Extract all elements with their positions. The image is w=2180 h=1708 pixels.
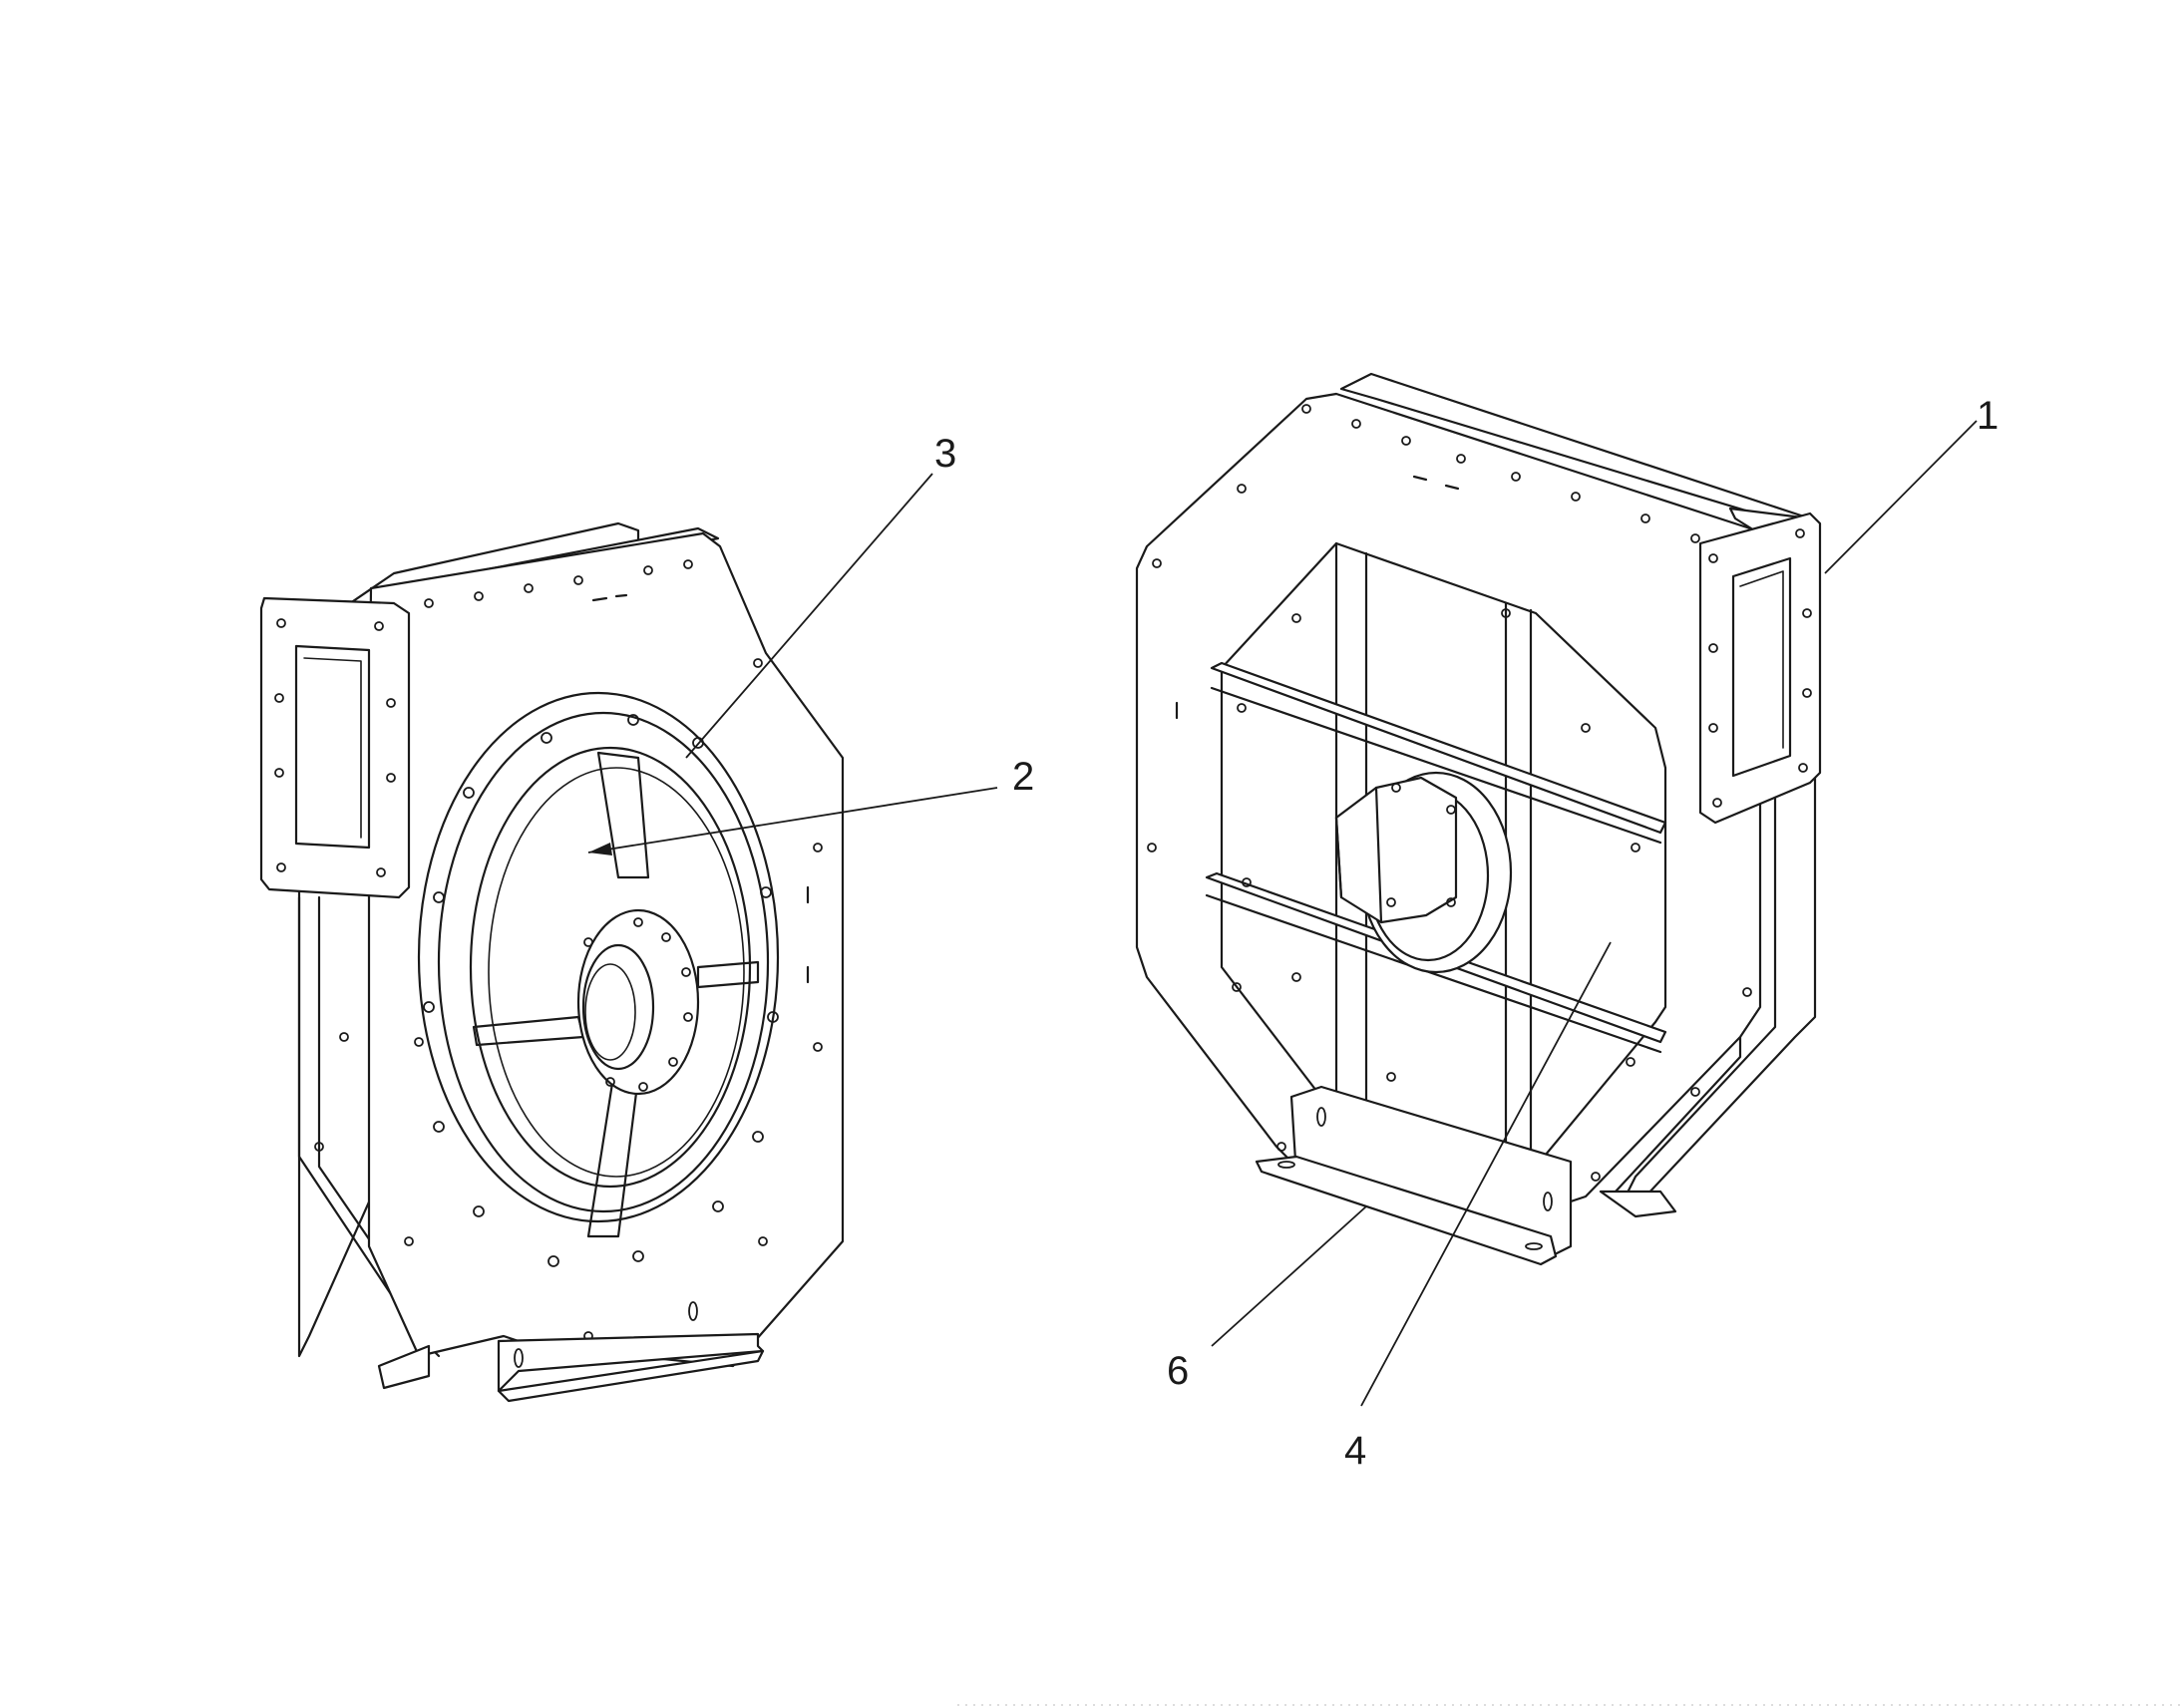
left-ring-holes <box>423 714 779 1267</box>
callout-3-label: 3 <box>934 432 956 476</box>
left-fan-housing <box>259 521 845 1403</box>
left-inlet-ring <box>417 691 780 1223</box>
callout-4-label: 4 <box>1344 1429 1366 1473</box>
left-outlet-flange <box>259 596 411 899</box>
callout-3-leader <box>685 473 933 759</box>
right-feet <box>1255 1085 1677 1266</box>
callout-4-leader <box>1360 941 1612 1407</box>
right-outlet-flange <box>1698 512 1822 825</box>
callout-1-leader <box>1824 420 1978 574</box>
left-plate-holes <box>314 559 823 1341</box>
callout-2-arrowhead <box>588 843 612 855</box>
right-motor <box>1334 771 1513 974</box>
right-plate-holes <box>1147 404 1752 1182</box>
callouts: 1 2 3 4 6 <box>587 394 1998 1473</box>
callout-1-label: 1 <box>1977 394 1998 438</box>
callout-2-leader <box>587 787 998 854</box>
callout-6-label: 6 <box>1167 1349 1189 1393</box>
callout-6-leader <box>1211 1205 1367 1347</box>
left-hub <box>576 908 700 1096</box>
left-feet <box>377 1301 765 1403</box>
callout-2-label: 2 <box>1012 755 1034 799</box>
right-fan-housing <box>1135 372 1822 1266</box>
